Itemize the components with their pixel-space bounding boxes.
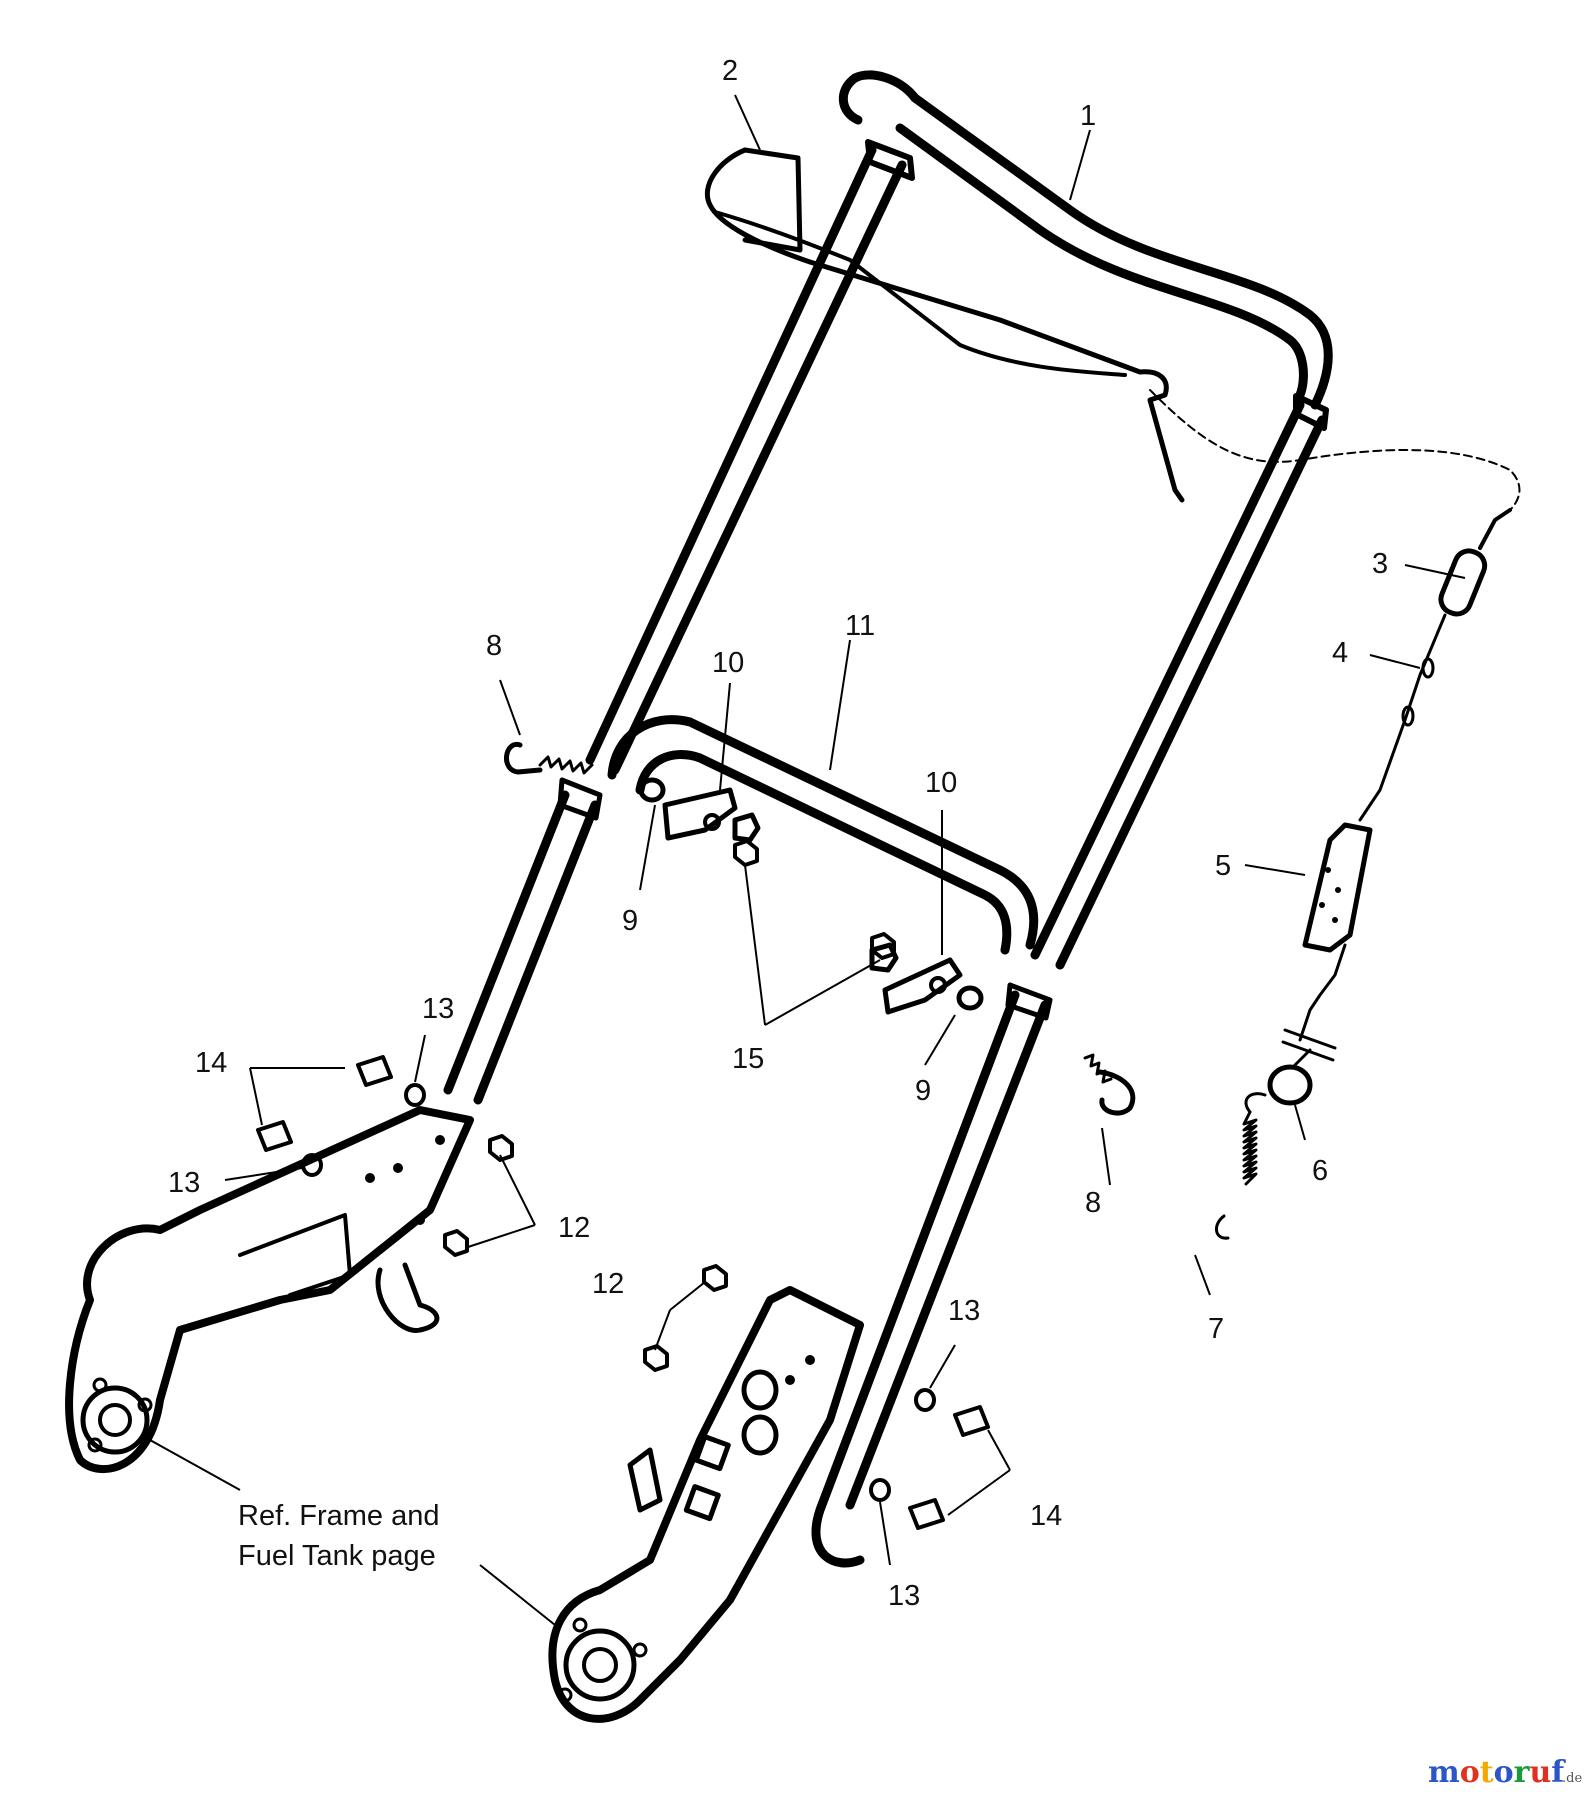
- lower-handle: [443, 777, 1053, 1568]
- cross-bar: [607, 715, 1039, 955]
- callout-2: 2: [722, 55, 738, 87]
- watermark-logo: motoruf .de: [1428, 1755, 1582, 1790]
- callout-8-right: 8: [1085, 1187, 1101, 1219]
- callout-10-right: 10: [925, 767, 957, 799]
- watermark-letter: m: [1428, 1755, 1460, 1790]
- watermark-letter: f: [1551, 1755, 1566, 1790]
- callout-4: 4: [1332, 637, 1348, 669]
- callout-3: 3: [1372, 548, 1388, 580]
- watermark-letter: o: [1494, 1755, 1514, 1790]
- callout-9-right: 9: [915, 1075, 931, 1107]
- hook-springs: [504, 742, 1136, 1116]
- callout-14-left: 14: [195, 1047, 227, 1079]
- callout-6: 6: [1312, 1155, 1328, 1187]
- callout-10-left: 10: [712, 647, 744, 679]
- callout-12-right: 12: [592, 1268, 624, 1300]
- callout-13-top-left: 13: [422, 993, 454, 1025]
- right-bracket: [548, 1286, 864, 1723]
- leader-lines: [149, 94, 1466, 1626]
- callout-14-right: 14: [1030, 1500, 1062, 1532]
- callout-13-mid-left: 13: [168, 1167, 200, 1199]
- callout-12-left: 12: [558, 1212, 590, 1244]
- callout-11: 11: [845, 610, 875, 642]
- callout-13-top-right: 13: [948, 1295, 980, 1327]
- cable-parts: [1215, 508, 1512, 1240]
- callout-9-left: 9: [622, 905, 638, 937]
- callout-7: 7: [1208, 1313, 1224, 1345]
- callout-labels: 1 2 3 4 5 6 7 8 8 9 9 10 10 11 12 12 13 …: [168, 55, 1388, 1612]
- watermark-letter: t: [1480, 1755, 1494, 1790]
- reference-note-line2: Fuel Tank page: [238, 1540, 436, 1572]
- callout-8-left: 8: [486, 630, 502, 662]
- fasteners: [256, 839, 990, 1530]
- knob-left: [638, 777, 761, 843]
- callout-5: 5: [1215, 850, 1231, 882]
- callout-15: 15: [732, 1043, 764, 1075]
- operator-bail: [704, 147, 1521, 511]
- watermark-brand: motoruf: [1428, 1755, 1566, 1790]
- callout-13-bottom-right: 13: [888, 1580, 920, 1612]
- watermark-letter: r: [1514, 1755, 1531, 1790]
- watermark-letter: u: [1529, 1755, 1551, 1790]
- watermark-letter: o: [1460, 1755, 1480, 1790]
- callout-1: 1: [1080, 100, 1096, 132]
- reference-note-line1: Ref. Frame and: [238, 1500, 439, 1532]
- watermark-tld: .de: [1562, 1771, 1582, 1786]
- left-bracket: [65, 1106, 474, 1474]
